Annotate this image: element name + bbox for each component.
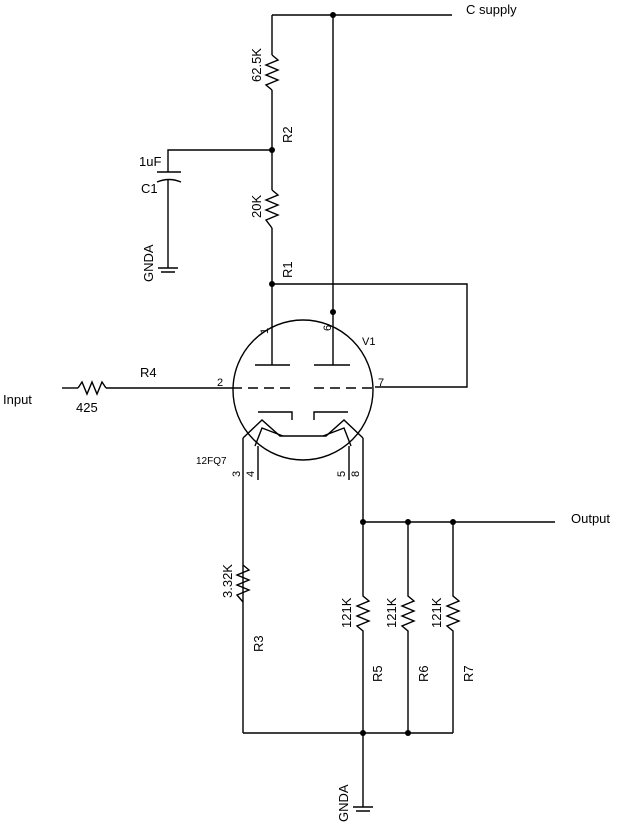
tube-heater	[242, 419, 364, 439]
r2-resistor	[264, 54, 280, 91]
r7-ref: R7	[461, 665, 476, 682]
ground-bottom-label: GNDA	[336, 784, 351, 822]
pin-7-label: 7	[378, 377, 384, 389]
r5-wire	[355, 522, 371, 733]
r7-value: 121K	[429, 597, 444, 628]
tube-heater-inner	[254, 427, 352, 447]
input-label: Input	[3, 392, 32, 407]
c1-top-wire	[167, 149, 272, 172]
r7-wire	[445, 522, 461, 733]
r3-resistor	[235, 564, 251, 603]
v1-part: 12FQ7	[196, 456, 227, 467]
junction-plate-6	[330, 309, 336, 315]
r4-ref: R4	[140, 365, 157, 380]
r2-value: 62.5K	[249, 48, 264, 82]
r1-resistor	[264, 189, 280, 229]
pin-8-label: 8	[350, 471, 362, 477]
r6-value: 121K	[384, 597, 399, 628]
pin-6-label: 6	[322, 325, 334, 331]
pin-3-label: 3	[231, 471, 243, 477]
r6-wire	[400, 522, 416, 733]
output-label: Output	[571, 511, 610, 526]
pin-2-label: 2	[217, 377, 223, 389]
r3-value: 3.32K	[220, 564, 235, 598]
ground-top-symbol	[158, 267, 178, 273]
tube-cathode-left	[258, 411, 293, 420]
r6-ref: R6	[416, 665, 431, 682]
junction-bottom-2	[405, 730, 411, 736]
r3-ref: R3	[251, 635, 266, 652]
c-supply-label: C supply	[466, 2, 517, 17]
r5-value: 121K	[339, 597, 354, 628]
v1-ref: V1	[362, 336, 375, 348]
ground-top-label: GNDA	[141, 244, 156, 282]
r2-ref: R2	[280, 126, 295, 143]
c1-plate-bottom	[156, 178, 182, 183]
r4-resistor	[77, 380, 107, 396]
c1-ref: C1	[141, 181, 158, 196]
r1-ref: R1	[280, 261, 295, 278]
ground-bottom-symbol	[353, 806, 373, 812]
r1-value: 20K	[249, 195, 264, 218]
tube-v1-envelope	[232, 319, 374, 461]
pin-5-label: 5	[336, 471, 348, 477]
c1-value: 1uF	[139, 154, 161, 169]
tube-cathode-right	[313, 411, 348, 420]
plate-to-grid7-wire	[272, 283, 468, 388]
pin-1-label: 1	[259, 328, 271, 334]
r5-ref: R5	[370, 665, 385, 682]
r4-value: 425	[76, 400, 98, 415]
pin-4-label: 4	[245, 471, 257, 477]
